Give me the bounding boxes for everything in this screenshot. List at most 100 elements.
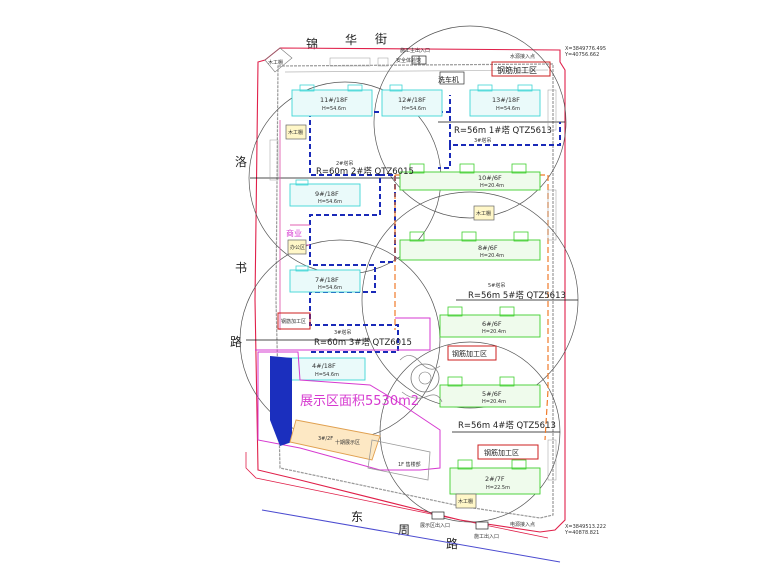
north-gate-label: 施工主出入口 <box>400 47 430 54</box>
landscape-circle <box>410 363 440 393</box>
building-4-name: 4#/18F <box>312 362 336 370</box>
street-south-char1: 东 <box>351 510 363 524</box>
exhibition-hall-label: 十期展示区 <box>335 439 360 446</box>
building-8[interactable]: 8#/6F H=20.4m <box>399 231 541 261</box>
building-4-height: H=54.6m <box>315 372 339 378</box>
building-10-name: 10#/6F <box>478 174 502 182</box>
site-boundary <box>254 47 566 533</box>
crane-5-label: R=56m 4#塔 QTZ5613 <box>458 420 556 431</box>
building-13[interactable]: 13#/18F H=54.6m <box>469 84 541 117</box>
building-11[interactable]: 11#/18F H=54.6m <box>291 84 373 117</box>
north-road-inner <box>284 69 549 73</box>
crane-3-label: R=56m 5#塔 QTZ5613 <box>468 290 566 301</box>
building-8-name: 8#/6F <box>478 244 498 252</box>
car-wash: 洗车机 <box>438 71 465 85</box>
crane-4-sub: 3#塔吊 <box>334 329 351 336</box>
car-wash-label: 洗车机 <box>438 75 459 84</box>
building-10-height: H=20.4m <box>480 183 504 189</box>
office-zone-label: 办公区 <box>290 244 305 251</box>
building-5[interactable]: 5#/6F H=20.4m <box>439 376 541 408</box>
building-12[interactable]: 12#/18F H=54.6m <box>381 84 443 117</box>
steel-yard-bottom-label: 钢筋加工区 <box>484 448 519 457</box>
south-curb-line <box>245 452 549 539</box>
south-gate: 展示区出入口 <box>420 511 450 529</box>
street-west-char2: 书 <box>235 261 247 275</box>
wood-shed-bottom-label: 木工棚 <box>458 498 473 505</box>
site-details <box>269 57 557 481</box>
steel-yard-top-label: 钢筋加工区 <box>497 65 537 75</box>
north-gate-sub-label: 安全体验馆 <box>396 57 421 64</box>
north-gate: 施工主出入口 安全体验馆 <box>396 47 430 65</box>
crane-1-sub: 3#塔吊 <box>474 137 491 144</box>
steel-yard-top: 钢筋加工区 <box>491 61 551 77</box>
building-2-height: H=22.5m <box>486 485 510 491</box>
steel-yard-bottom: 钢筋加工区 <box>477 444 539 460</box>
crane-range-1 <box>373 25 567 219</box>
building-13-height: H=54.6m <box>496 106 520 112</box>
building-11-name: 11#/18F <box>320 96 348 104</box>
exhibition-zone-outline <box>257 351 441 471</box>
coord-ne-y: Y=40756.662 <box>564 52 599 58</box>
building-9-height: H=54.6m <box>318 199 342 205</box>
building-12-height: H=54.6m <box>402 106 426 112</box>
crane-2-sub: 2#塔吊 <box>336 160 353 167</box>
building-9-name: 9#/18F <box>315 190 339 198</box>
building-2-name: 2#/7F <box>485 475 505 483</box>
building-9[interactable]: 9#/18F H=54.6m <box>289 179 361 207</box>
exhibition-blue-block <box>270 356 292 446</box>
corner-parcel <box>264 47 293 73</box>
corner-label: 木工棚 <box>268 59 283 66</box>
building-6[interactable]: 6#/6F H=20.4m <box>439 306 541 338</box>
building-6-name: 6#/6F <box>482 320 502 328</box>
steel-yard-mid-label: 钢筋加工区 <box>452 349 487 358</box>
building-7-height: H=54.6m <box>318 285 342 291</box>
building-10[interactable]: 10#/6F H=20.4m <box>399 163 541 191</box>
street-north-char1: 锦 <box>306 37 318 51</box>
crane-1-label: R=56m 1#塔 QTZ5613 <box>454 125 552 136</box>
exhibition-hall-note: 3#/2F <box>318 436 333 442</box>
crane-2-label: R=60m 2#塔 QTZ6015 <box>316 166 414 177</box>
south-main-gate: 施工出入口 <box>474 521 499 540</box>
landscape-path <box>399 355 443 403</box>
coord-se-x: X=3849513.222 <box>565 524 606 530</box>
building-5-name: 5#/6F <box>482 390 502 398</box>
power-inlet-label: 电源接入点 <box>510 521 535 528</box>
wood-shed-top: 木工棚 <box>285 124 307 140</box>
office-zone: 办公区 <box>287 239 307 255</box>
street-south-char2: 周 <box>398 523 410 537</box>
site-road-ring <box>275 63 554 519</box>
coord-ne-x: X=3849776.495 <box>565 46 606 52</box>
landscape-circle-inner <box>418 371 432 385</box>
street-west-char3: 路 <box>230 334 242 349</box>
steel-yard-mid: 钢筋加工区 <box>447 345 497 361</box>
water-inlet-label: 水源接入点 <box>510 53 535 60</box>
wood-shed-mid: 木工棚 <box>473 205 495 221</box>
sales-centre-block <box>367 439 431 481</box>
exhibition-hall-block <box>289 419 381 461</box>
crane-3-sub: 5#塔吊 <box>488 282 505 289</box>
building-5-height: H=20.4m <box>482 399 506 405</box>
wood-shed-top-label: 木工棚 <box>288 129 303 136</box>
wood-shed-mid-label: 木工棚 <box>476 210 491 217</box>
coord-se-y: Y=40878.821 <box>564 530 599 536</box>
commercial-label: 商业 <box>286 228 302 238</box>
south-main-gate-label: 施工出入口 <box>474 533 499 540</box>
building-11-height: H=54.6m <box>322 106 346 112</box>
building-4[interactable]: 4#/18F H=54.6m <box>284 357 366 381</box>
exhibition-area-label: 展示区面积5530m2 <box>300 394 419 409</box>
building-2[interactable]: 2#/7F H=22.5m <box>449 459 541 495</box>
sales-centre-label: 1F 售楼部 <box>398 461 421 468</box>
building-8-height: H=20.4m <box>480 253 504 259</box>
building-7-name: 7#/18F <box>315 276 339 284</box>
building-12-name: 12#/18F <box>398 96 426 104</box>
building-7[interactable]: 7#/18F H=54.6m <box>289 265 361 293</box>
commercial-bounds <box>279 120 310 330</box>
street-north-char2: 华 <box>345 33 357 47</box>
exhibition-north-bound <box>255 317 431 351</box>
basement-link <box>378 174 396 263</box>
wood-shed-bottom: 木工棚 <box>455 493 477 509</box>
crane-4-label: R=60m 3#塔 QTZ6015 <box>314 337 412 348</box>
south-gate-label: 展示区出入口 <box>420 522 450 529</box>
south-road-line <box>261 509 561 563</box>
